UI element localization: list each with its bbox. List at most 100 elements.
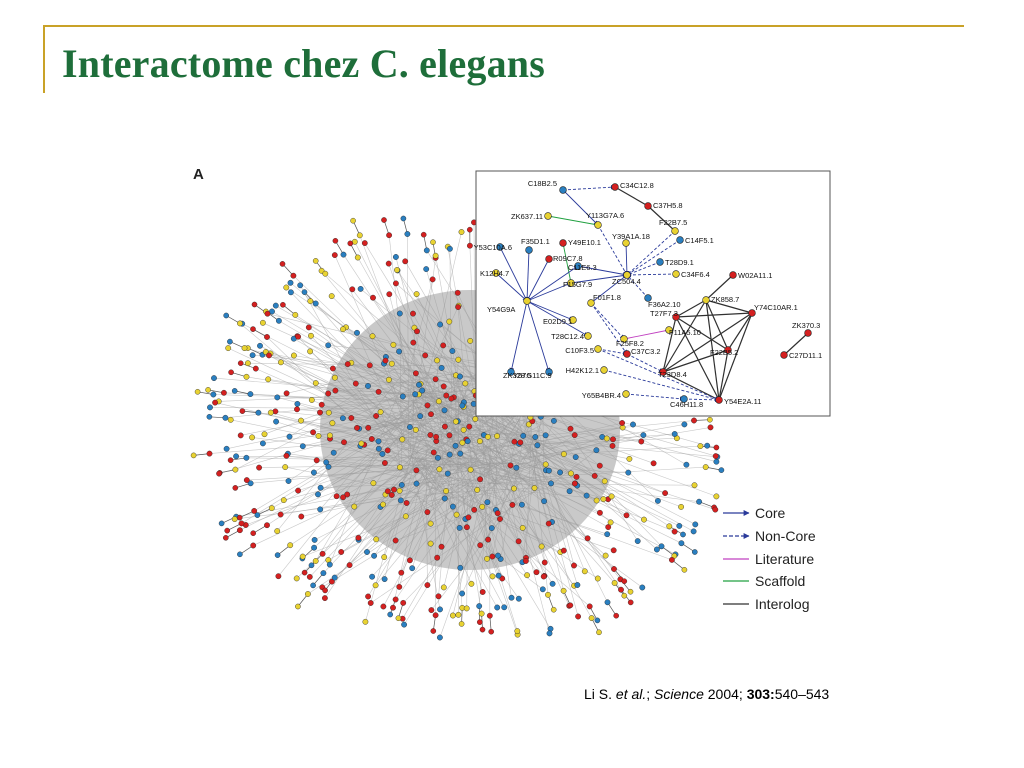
background-node (432, 376, 439, 383)
background-node (713, 493, 720, 500)
background-node (369, 573, 375, 580)
background-node (373, 536, 380, 543)
background-node (321, 595, 328, 601)
inset-edge-interolog (718, 312, 753, 401)
background-node (251, 301, 258, 308)
inset-node-label: C34C12.8 (620, 181, 654, 190)
background-edge (286, 368, 399, 394)
background-edge (470, 455, 553, 584)
background-node (261, 431, 268, 438)
background-node (274, 552, 281, 558)
background-node (381, 460, 388, 466)
inset-edge-core (526, 300, 574, 321)
background-edge (414, 401, 528, 576)
background-node (484, 555, 490, 562)
background-node (560, 547, 567, 554)
legend-label-core: Core (755, 505, 786, 521)
background-node (424, 402, 431, 409)
background-node (539, 586, 546, 593)
inset-node-label: C34F6.4 (681, 270, 710, 279)
background-node (437, 321, 443, 328)
background-node (658, 543, 665, 550)
background-node (352, 380, 359, 387)
inset-edge-core (524, 249, 530, 302)
background-node (362, 618, 369, 625)
citation-separator: ; (646, 686, 655, 702)
background-node (396, 348, 402, 355)
background-node (454, 289, 461, 296)
background-node (676, 523, 683, 529)
inset-node (676, 236, 684, 244)
background-node (264, 334, 270, 340)
background-edge (458, 493, 590, 607)
background-node (424, 509, 431, 515)
inset-edge-core (526, 300, 550, 373)
background-edge (326, 432, 504, 463)
background-node (299, 443, 306, 450)
background-node (561, 451, 567, 457)
background-node (237, 432, 244, 439)
background-node (474, 486, 481, 493)
background-node (403, 500, 410, 506)
background-edge (459, 466, 518, 635)
background-node (340, 251, 347, 258)
inset-node-label: Y39A1A.18 (612, 232, 650, 241)
background-node (417, 413, 424, 419)
background-edge (414, 397, 588, 539)
background-node (546, 630, 553, 637)
inset-node (525, 246, 533, 254)
background-node (282, 464, 289, 470)
background-node (381, 217, 387, 223)
background-node (280, 497, 287, 503)
background-node (567, 602, 574, 609)
background-node (449, 612, 456, 619)
background-node (317, 506, 324, 513)
background-node (455, 304, 461, 310)
background-node (381, 554, 388, 560)
background-edge (406, 389, 576, 458)
inset-edge-non-core (626, 239, 681, 276)
background-edge (334, 461, 467, 578)
inset-node (496, 243, 504, 251)
background-edge (508, 477, 570, 606)
background-node (501, 604, 508, 611)
background-node (274, 394, 281, 401)
background-node (507, 462, 514, 469)
background-edge (469, 245, 476, 398)
background-node (206, 413, 213, 420)
background-edge (329, 435, 457, 480)
background-node (315, 491, 321, 498)
background-node (691, 417, 697, 424)
background-node (391, 486, 397, 493)
background-node (249, 434, 256, 441)
background-node (373, 413, 379, 419)
inset-edge-core (590, 274, 628, 304)
background-node (410, 310, 416, 317)
background-node (329, 365, 336, 372)
background-node (400, 600, 407, 606)
background-edge (313, 396, 478, 548)
background-node (457, 450, 464, 457)
background-edge (448, 422, 630, 460)
inset-node-label: ZK328.5 (503, 371, 531, 380)
background-node (371, 552, 377, 559)
background-node (368, 436, 375, 442)
background-node (444, 470, 451, 477)
background-node (594, 617, 601, 624)
inset-node-label: Y53C10A.6 (474, 243, 512, 252)
background-node (540, 573, 547, 580)
background-node (419, 387, 426, 394)
inset-node (729, 271, 737, 279)
background-edge (403, 485, 543, 590)
citation-pages: 540–543 (774, 686, 830, 702)
background-node (308, 397, 315, 403)
background-node (448, 395, 455, 402)
background-node (397, 497, 404, 504)
background-node (332, 387, 339, 394)
background-node (283, 284, 290, 291)
background-node (466, 242, 473, 249)
background-node (293, 575, 300, 582)
background-node (638, 438, 645, 445)
background-node (406, 424, 413, 430)
